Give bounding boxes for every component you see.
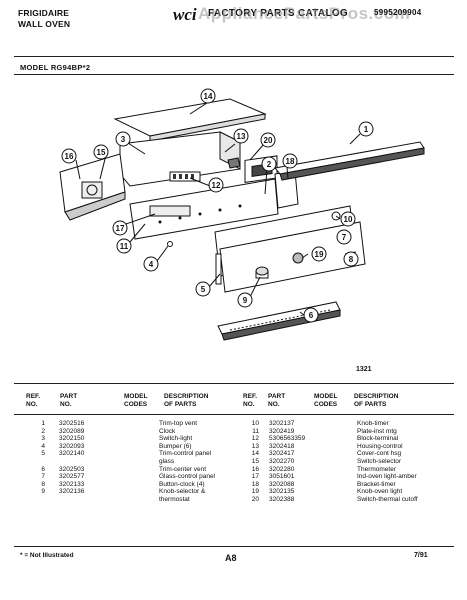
- header-rule: [14, 56, 454, 57]
- callout-18: 18: [286, 157, 295, 166]
- callout-2: 2: [267, 160, 272, 169]
- callout-4: 4: [149, 260, 154, 269]
- col-desc-right: DESCRIPTION OF PARTS: [354, 393, 399, 408]
- part-knob-selector: [255, 266, 269, 276]
- diagram-code: 1321: [356, 366, 372, 373]
- part-switch-selector: [81, 181, 103, 199]
- table-row: glass: [159, 457, 175, 465]
- callout-6: 6: [309, 311, 314, 320]
- callout-17: 17: [116, 224, 125, 233]
- col-part-right: PART NO.: [268, 393, 286, 408]
- catalog-title: FACTORY PARTS CATALOG: [208, 8, 349, 19]
- col-codes-right: MODEL CODES: [314, 393, 338, 408]
- col-desc-left: DESCRIPTION OF PARTS: [164, 393, 209, 408]
- footnote: * = Not Illustrated: [20, 552, 74, 559]
- callout-12: 12: [212, 181, 221, 190]
- callout-15: 15: [97, 148, 106, 157]
- model-rule: [14, 74, 454, 75]
- exploded-parts-diagram: 14 13 20 3 15 16 12 17 11 4 5 9 2 18 19 …: [59, 88, 425, 341]
- model-label: MODEL RG94BP*2: [20, 63, 91, 72]
- footer-rule: [14, 546, 454, 547]
- product-type: WALL OVEN: [18, 19, 71, 29]
- part-plate-inst-mtg: [129, 178, 279, 240]
- callout-3: 3: [121, 135, 126, 144]
- callout-13: 13: [237, 132, 246, 141]
- part-trim-strip: [215, 253, 222, 285]
- brand-header: FRIGIDAIRE WALL OVEN: [18, 8, 70, 30]
- callout-1: 1: [364, 125, 369, 134]
- part-knob-oven-light: [292, 252, 304, 264]
- table-row: thermostat: [159, 495, 190, 503]
- callout-9: 9: [243, 296, 248, 305]
- part-bumper: [167, 241, 173, 247]
- col-ref-right: REF. NO.: [243, 393, 258, 408]
- callout-14: 14: [204, 92, 213, 101]
- brand-name: FRIGIDAIRE: [18, 8, 70, 18]
- wci-logo-icon: wci: [173, 5, 197, 24]
- page-code: A8: [225, 553, 237, 563]
- col-codes-left: MODEL CODES: [124, 393, 148, 408]
- callout-8: 8: [349, 255, 354, 264]
- callout-20: 20: [264, 136, 273, 145]
- table-top-rule: [14, 383, 454, 384]
- table-header-rule: [14, 414, 454, 415]
- catalog-number: 5995209904: [374, 8, 422, 17]
- col-part-left: PART NO.: [60, 393, 78, 408]
- callout-11: 11: [120, 242, 129, 251]
- watermark: AppliancePartsPros.com: [198, 4, 411, 23]
- callout-labels: 14 13 20 3 15 16 12 17 11 4 5 9 2 18 19 …: [61, 88, 374, 323]
- callout-16: 16: [65, 152, 74, 161]
- callout-5: 5: [201, 285, 206, 294]
- part-switch-thermal-cutoff: [227, 157, 241, 169]
- callout-7: 7: [342, 233, 347, 242]
- callout-10: 10: [344, 215, 353, 224]
- callout-19: 19: [315, 250, 324, 259]
- col-ref-left: REF. NO.: [26, 393, 41, 408]
- svg-text:wci: wci: [173, 5, 197, 24]
- revision-date: 7/91: [414, 552, 428, 559]
